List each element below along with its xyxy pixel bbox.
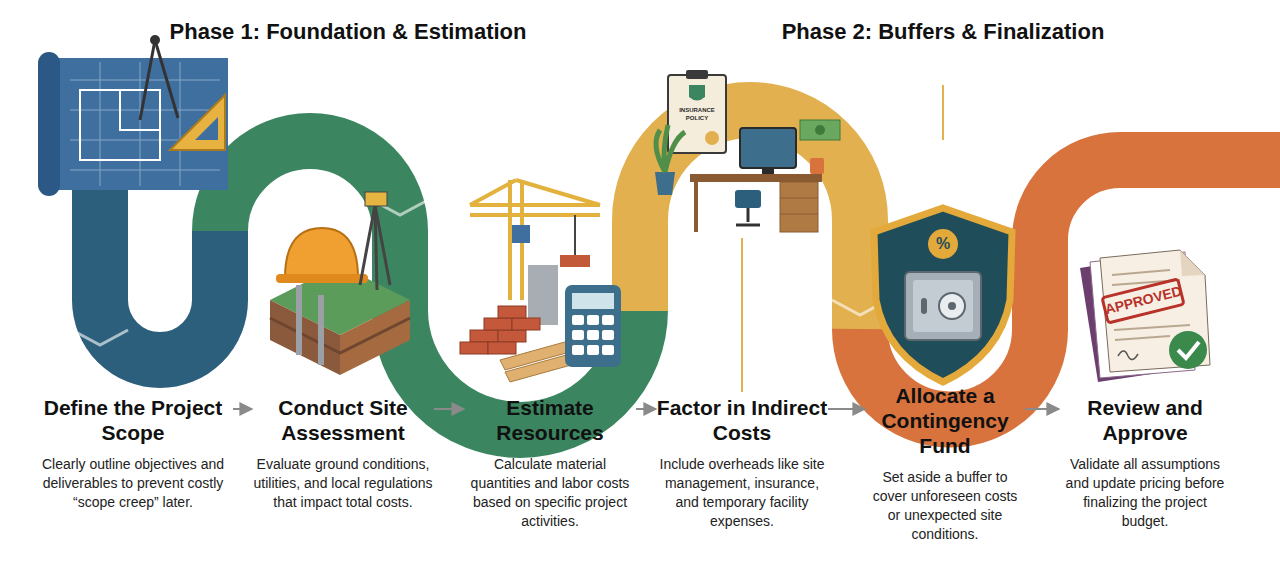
step-block: Conduct Site AssessmentEvaluate ground c…	[252, 395, 434, 512]
step-title: Factor in Indirect Costs	[656, 395, 828, 445]
icon-text: %	[936, 235, 950, 253]
step-title: Estimate Resources	[464, 395, 636, 445]
icon-text: INSURANCE POLICY	[677, 106, 717, 122]
construction-icon	[460, 180, 621, 382]
step-description: Calculate material quantities and labor …	[464, 455, 636, 531]
step-block: Estimate ResourcesCalculate material qua…	[464, 395, 636, 531]
flow-arrow	[636, 408, 656, 410]
flow-arrow	[828, 408, 865, 410]
divider-line	[741, 238, 743, 392]
approved-document-icon	[1080, 250, 1210, 382]
step-description: Evaluate ground conditions, utilities, a…	[252, 455, 434, 512]
step-block: Define the Project ScopeClearly outline …	[33, 395, 233, 512]
step-description: Clearly outline objectives and deliverab…	[33, 455, 233, 512]
icon-text: APPROVED	[1103, 283, 1183, 318]
step-block: Factor in Indirect CostsInclude overhead…	[656, 395, 828, 531]
phase-heading: Phase 2: Buffers & Finalization	[782, 20, 1105, 44]
step-title: Allocate a Contingency Fund	[865, 383, 1025, 458]
office-desk-icon	[655, 70, 840, 232]
divider-line	[942, 85, 944, 140]
flow-arrow	[233, 408, 252, 410]
phase-heading: Phase 1: Foundation & Estimation	[170, 20, 527, 44]
ribbon-chevron	[72, 330, 128, 345]
step-title: Conduct Site Assessment	[252, 395, 434, 445]
soil-block-icon	[270, 192, 410, 375]
step-block: Allocate a Contingency FundSet aside a b…	[865, 383, 1025, 544]
step-description: Set aside a buffer to cover unforeseen c…	[865, 468, 1025, 544]
flow-arrow	[434, 408, 464, 410]
ribbon-segment	[220, 141, 640, 430]
step-block: Review and ApproveValidate all assumptio…	[1059, 395, 1231, 531]
blueprint-icon	[38, 35, 228, 196]
step-description: Validate all assumptions and update pric…	[1059, 455, 1231, 531]
step-title: Define the Project Scope	[33, 395, 233, 445]
ribbon-segment	[860, 160, 1280, 420]
step-description: Include overheads like site management, …	[656, 455, 828, 531]
shield-safe-icon	[874, 208, 1012, 382]
flow-arrow	[1025, 408, 1059, 410]
step-title: Review and Approve	[1059, 395, 1231, 445]
ribbon-segment	[640, 110, 860, 330]
